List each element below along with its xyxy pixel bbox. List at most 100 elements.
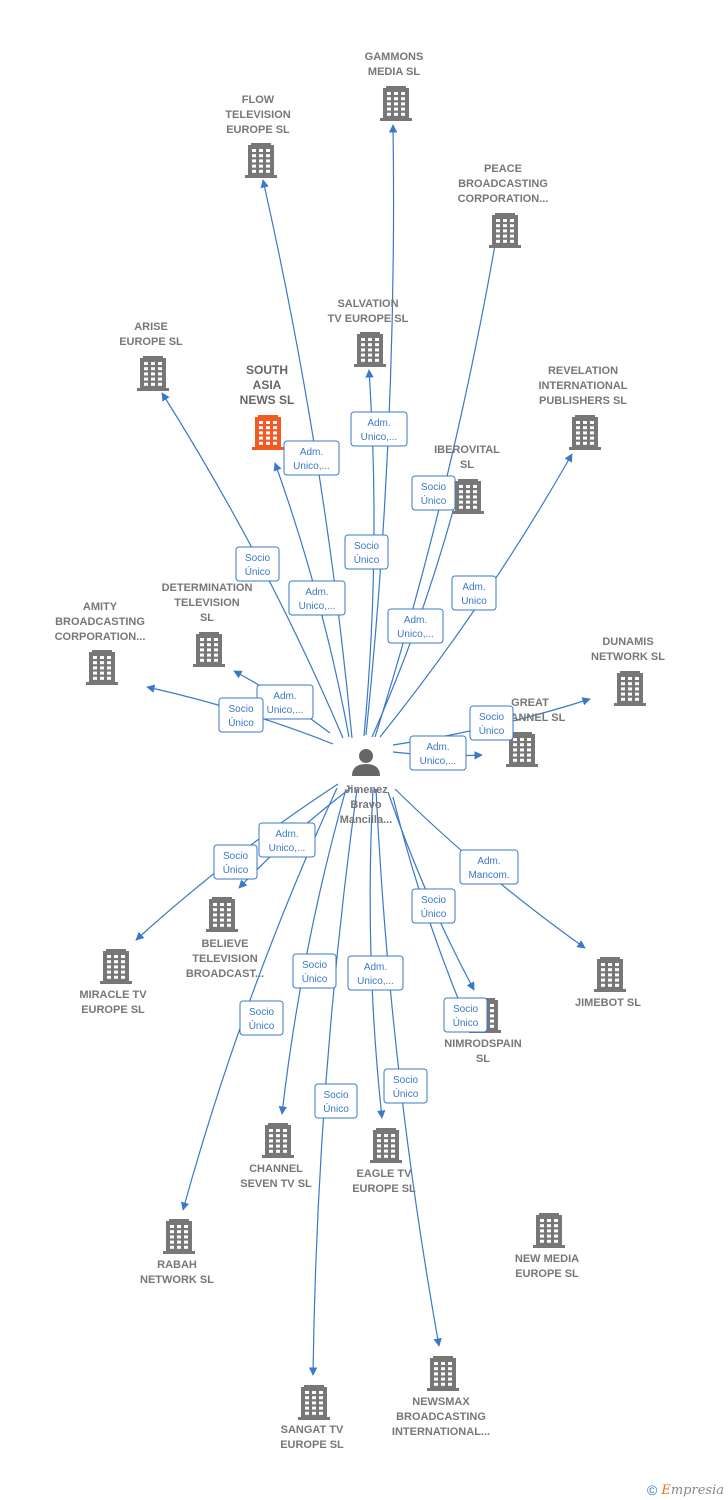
building-icon xyxy=(86,650,118,685)
brand-letter: E xyxy=(661,1482,671,1498)
center-person[interactable]: JimenezBravoMancilla... xyxy=(340,749,393,826)
relation-label-text: Unico,... xyxy=(269,843,306,854)
relation-label-text: Socio xyxy=(421,482,446,493)
building-icon xyxy=(569,415,601,450)
person-name: Mancilla... xyxy=(340,814,393,826)
relation-label-text: Único xyxy=(302,972,328,985)
company-label: SL xyxy=(460,459,474,471)
company-label: EUROPE SL xyxy=(119,336,183,348)
company-label: EUROPE SL xyxy=(81,1004,145,1016)
relation-label-box xyxy=(451,575,497,611)
building-icon xyxy=(594,957,626,992)
company-label: IBEROVITAL xyxy=(434,444,500,456)
relation-label-box xyxy=(344,534,389,570)
relation-label-text: Adm. xyxy=(305,587,328,598)
relation-label[interactable]: Adm.Unico,... xyxy=(288,580,346,616)
company-label: TELEVISION xyxy=(192,953,257,965)
company-label: RABAH xyxy=(157,1259,197,1271)
building-icon xyxy=(100,949,132,984)
relation-label-box xyxy=(283,440,340,476)
company-label: BELIEVE xyxy=(201,938,248,950)
relation-label-box xyxy=(235,546,280,582)
relation-label[interactable]: Adm. Unico,... xyxy=(350,411,408,447)
relation-label[interactable]: Adm.Unico,... xyxy=(256,684,314,720)
relation-label-box xyxy=(213,844,258,880)
relation-label-text: Socio xyxy=(223,851,248,862)
person-name: Bravo xyxy=(350,799,381,811)
relation-label-text: Adm. xyxy=(273,691,296,702)
building-icon xyxy=(370,1128,402,1163)
company-label: EUROPE SL xyxy=(352,1183,416,1195)
relation-label[interactable]: Adm.Unico,... xyxy=(409,735,467,771)
relation-label-box xyxy=(387,608,444,644)
building-icon xyxy=(614,671,646,706)
company-label: EUROPE SL xyxy=(515,1268,579,1280)
relation-label-text: Socio xyxy=(245,553,270,564)
relation-label-text: Adm. xyxy=(426,742,449,753)
relation-label-text: Adm. xyxy=(367,418,390,429)
relation-label[interactable]: Adm.Unico xyxy=(451,575,497,611)
relation-label[interactable]: Adm.Unico,... xyxy=(258,822,316,858)
company-label: CORPORATION... xyxy=(55,631,146,643)
company-node-believe[interactable]: BELIEVETELEVISIONBROADCAST... xyxy=(186,897,264,980)
relation-label-text: Único xyxy=(479,724,505,737)
relation-label[interactable]: Adm.Unico,... xyxy=(387,608,444,644)
company-node-iberovital[interactable]: IBEROVITAL SL xyxy=(434,444,500,514)
building-icon xyxy=(533,1213,565,1248)
relation-label-box xyxy=(443,997,488,1033)
relation-label-box xyxy=(314,1083,358,1119)
relation-label-text: Unico,... xyxy=(361,432,398,443)
relation-label-text: Adm. xyxy=(300,447,323,458)
company-label: GAMMONS xyxy=(365,51,424,63)
relation-label[interactable]: Adm.Unico,... xyxy=(347,955,404,991)
company-label: SANGAT TV xyxy=(281,1424,344,1436)
relation-label-text: Adm. xyxy=(462,582,485,593)
relation-label[interactable]: Adm.Unico,... xyxy=(283,440,340,476)
relation-label-text: Único xyxy=(354,553,380,566)
company-label: EUROPE SL xyxy=(226,124,290,136)
company-node-newsmax[interactable]: NEWSMAXBROADCASTINGINTERNATIONAL... xyxy=(392,1356,490,1438)
company-node-peace[interactable]: PEACEBROADCASTINGCORPORATION... xyxy=(458,163,549,248)
company-node-amity[interactable]: AMITYBROADCASTINGCORPORATION... xyxy=(55,601,146,685)
relation-edge-channelseven xyxy=(278,788,347,1115)
relation-label-text: Adm. xyxy=(477,856,500,867)
company-label: PUBLISHERS SL xyxy=(539,395,627,407)
relation-edge-sangat xyxy=(308,788,358,1376)
relation-label-text: Único xyxy=(228,716,254,729)
company-label: FLOW xyxy=(242,94,275,106)
relation-label[interactable]: Adm.Mancom. xyxy=(459,849,519,885)
company-label: TV EUROPE SL xyxy=(328,313,409,325)
company-node-jimebot[interactable]: JIMEBOT SL xyxy=(575,957,641,1009)
building-icon xyxy=(452,479,484,514)
company-label: PEACE xyxy=(484,163,522,175)
company-label: JIMEBOT SL xyxy=(575,997,641,1009)
relation-label-text: Socio xyxy=(323,1090,348,1101)
